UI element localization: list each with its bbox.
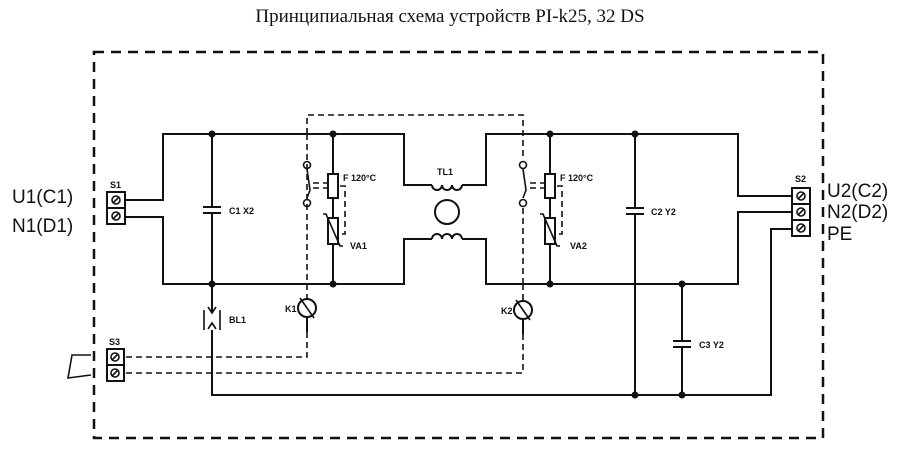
label-c2: C2 Y2 xyxy=(651,207,676,217)
label-k1: K1 xyxy=(285,304,297,314)
terminal-label-u2: U2(C2) xyxy=(827,181,888,202)
terminal-block-s3 xyxy=(106,348,125,382)
surge-arrester-bl1 xyxy=(203,284,221,330)
neutral-wire-in xyxy=(125,216,432,285)
junction-dot xyxy=(631,130,639,138)
terminal-label-pe: PE xyxy=(827,224,852,245)
enclosure-frame xyxy=(92,50,825,440)
junction-dot xyxy=(546,280,554,288)
label-c1: C1 X2 xyxy=(229,206,254,216)
switch2-contact xyxy=(518,198,528,208)
remote-signal-circuit xyxy=(124,114,533,374)
label-va1: VA1 xyxy=(350,241,367,251)
screw-icon xyxy=(110,368,120,378)
screw-slot xyxy=(112,196,120,204)
line-wire-in xyxy=(125,133,432,201)
screw-icon xyxy=(111,211,121,221)
screw-slot xyxy=(112,212,120,220)
diagram-title: Принципиальная схема устройств PI-k25, 3… xyxy=(255,6,645,27)
terminal-label-u1: U1(C1) xyxy=(12,187,73,208)
label-s1: S1 xyxy=(110,180,121,190)
k2-lamp-slash xyxy=(515,299,531,321)
junction-dot xyxy=(678,280,686,288)
s3-dashed-line-2 xyxy=(124,334,524,374)
varistor-2-slash xyxy=(540,213,560,247)
fuse2-thermal-link xyxy=(557,185,563,235)
tl1-core xyxy=(434,199,460,225)
s1-slot-2 xyxy=(106,207,126,225)
screw-slot xyxy=(797,192,805,200)
switch-dashed-link-top xyxy=(306,114,524,160)
thermal-fuse-1 xyxy=(327,173,339,199)
s2-slot-3 xyxy=(791,219,811,237)
s3-dashed-line-1 xyxy=(124,332,308,358)
switch2-blade xyxy=(522,168,527,199)
transformer-tl1 xyxy=(431,184,463,240)
external-contact-icon xyxy=(67,354,92,379)
switch1-blade xyxy=(306,168,311,199)
terminal-block-s2 xyxy=(791,187,811,237)
label-k2: K2 xyxy=(501,306,513,316)
label-fuse1: F 120°C xyxy=(343,173,377,183)
label-s3: S3 xyxy=(109,337,120,347)
terminal-label-n1: N1(D1) xyxy=(12,216,73,237)
label-va2: VA2 xyxy=(570,241,587,251)
left-filter-section xyxy=(125,130,432,288)
right-filter-section xyxy=(462,130,792,399)
terminal-label-n2: N2(D2) xyxy=(827,202,888,223)
label-s2: S2 xyxy=(795,174,806,184)
thermal-fuse-2 xyxy=(544,173,556,199)
k1-lamp-slash xyxy=(299,297,315,319)
screw-icon xyxy=(796,223,806,233)
screw-slot xyxy=(111,369,119,377)
neutral-wire-out xyxy=(462,211,792,285)
label-fuse2: F 120°C xyxy=(560,173,594,183)
screw-icon xyxy=(110,352,120,362)
junction-dot xyxy=(208,130,216,138)
junction-dot xyxy=(546,130,554,138)
screw-icon xyxy=(796,207,806,217)
label-bl1: BL1 xyxy=(229,315,246,325)
s3-slot-2 xyxy=(106,364,125,382)
screw-slot xyxy=(111,353,119,361)
terminal-block-s1 xyxy=(106,191,126,225)
tl1-coil-bottom xyxy=(431,233,463,240)
bl1-arrow-up xyxy=(207,321,217,330)
label-c3: C3 Y2 xyxy=(699,340,724,350)
screw-slot xyxy=(797,224,805,232)
junction-dot xyxy=(329,280,337,288)
screw-icon xyxy=(796,191,806,201)
screw-slot xyxy=(797,208,805,216)
fuse1-thermal-link xyxy=(340,185,346,235)
screw-icon xyxy=(111,195,121,205)
bl1-arrow-down xyxy=(207,306,217,315)
label-tl1: TL1 xyxy=(437,167,453,177)
tl1-coil-top xyxy=(431,184,463,191)
switch2-contact xyxy=(518,160,528,170)
line-wire-out xyxy=(462,133,792,197)
varistor-1-slash xyxy=(323,213,343,247)
junction-dot xyxy=(329,130,337,138)
